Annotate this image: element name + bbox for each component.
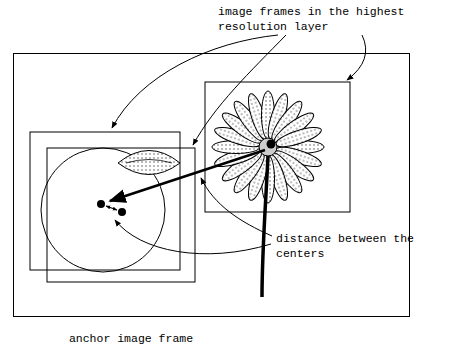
center-dot — [97, 200, 105, 208]
frame-caption: anchor image frame — [69, 331, 193, 346]
image-frame — [30, 132, 180, 270]
leader-line — [193, 35, 286, 145]
distance-arrow — [110, 150, 265, 201]
flower-stem — [262, 156, 268, 297]
lens-line — [126, 160, 172, 164]
image-frame — [205, 82, 350, 212]
leader-line — [201, 178, 272, 236]
callout-label: distance between the centers — [276, 231, 421, 261]
leader-line — [112, 35, 278, 128]
leader-line — [347, 35, 366, 80]
flower-center — [259, 138, 277, 156]
lens-object — [118, 151, 180, 175]
distance-arrow — [106, 206, 117, 210]
callout-label: image frames in the highest resolution l… — [218, 4, 411, 34]
image-frame: anchor image frame — [13, 53, 410, 317]
leader-line — [115, 220, 271, 254]
center-dot — [267, 140, 276, 149]
center-dot — [118, 208, 126, 216]
